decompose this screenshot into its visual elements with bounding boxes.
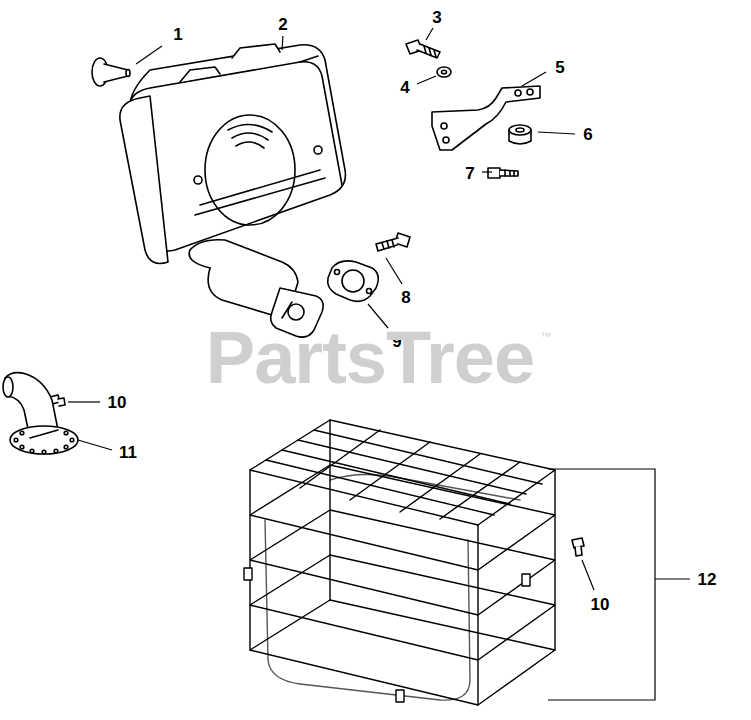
washer-part bbox=[437, 67, 451, 77]
leader-lines bbox=[68, 28, 690, 700]
callout-number: 11 bbox=[119, 444, 137, 461]
muffler-part bbox=[120, 44, 346, 337]
callout-number: 5 bbox=[555, 59, 564, 76]
callout-number: 8 bbox=[401, 289, 410, 306]
trademark-mark: ™ bbox=[541, 331, 552, 342]
callout-number: 12 bbox=[698, 571, 717, 588]
callout-number: 6 bbox=[583, 126, 592, 143]
bolt-part bbox=[488, 168, 518, 178]
gasket-part bbox=[328, 261, 379, 301]
deflector-part bbox=[92, 58, 130, 86]
callout-number: 7 bbox=[465, 165, 474, 182]
watermark-text: PartsTree bbox=[206, 321, 534, 395]
callout-number: 1 bbox=[173, 26, 182, 43]
wire-guard-part bbox=[244, 420, 555, 705]
callout-number: 10 bbox=[591, 596, 610, 613]
nut-part bbox=[509, 125, 531, 144]
bolt-part bbox=[406, 40, 440, 58]
callout-number: 2 bbox=[278, 16, 287, 33]
callout-number: 10 bbox=[108, 394, 127, 411]
bolt-part bbox=[376, 233, 410, 251]
callout-number: 3 bbox=[432, 9, 441, 26]
elbow-part bbox=[3, 373, 78, 454]
callout-number: 4 bbox=[400, 79, 409, 96]
bracket-part bbox=[432, 86, 540, 150]
screw-part bbox=[572, 538, 584, 556]
